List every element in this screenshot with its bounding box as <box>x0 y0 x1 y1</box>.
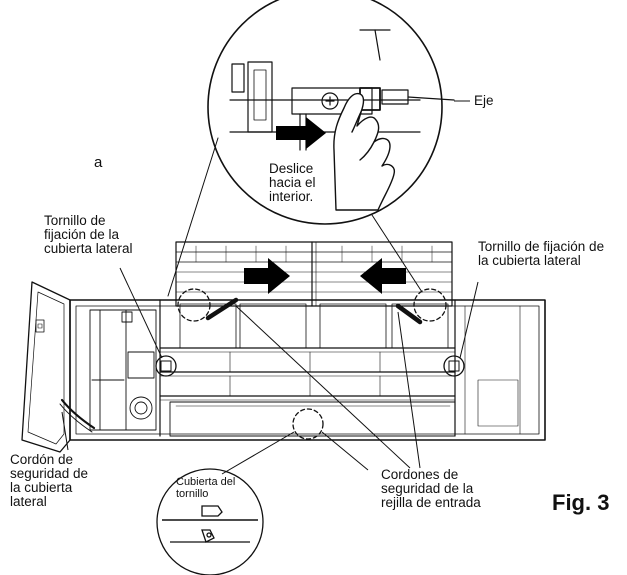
inlet-grille <box>175 241 453 349</box>
eje-label: Eje <box>474 93 494 108</box>
deslice-label: Deslice hacia el interior. <box>269 161 316 204</box>
cubierta-tornillo-label: Cubierta del tornillo <box>176 476 236 500</box>
tornillo-right-label: Tornillo de fijación de la cubierta late… <box>478 239 605 268</box>
detail-circles <box>177 288 447 440</box>
screw-cover-detail <box>156 468 264 575</box>
side-cover <box>21 281 71 453</box>
solid-black-arrow-icon <box>244 117 406 294</box>
grille-safety-cords <box>205 297 423 325</box>
figure-number: Fig. 3 <box>552 490 610 515</box>
detail-zoom-circle-icon <box>167 0 455 297</box>
marker-a: a <box>94 154 103 171</box>
left-compartment <box>89 309 157 431</box>
leader-lines <box>61 100 479 475</box>
side-cover-safety-cord <box>59 398 96 433</box>
cordon-cubierta-label: Cordón de seguridad de la cubierta later… <box>10 452 89 509</box>
screw-icon <box>155 355 465 377</box>
hand-pointer-icon <box>333 92 396 211</box>
cordones-rejilla-label: Cordones de seguridad de la rejilla de e… <box>381 467 481 510</box>
tornillo-left-label: Tornillo de fijación de la cubierta late… <box>44 213 133 256</box>
